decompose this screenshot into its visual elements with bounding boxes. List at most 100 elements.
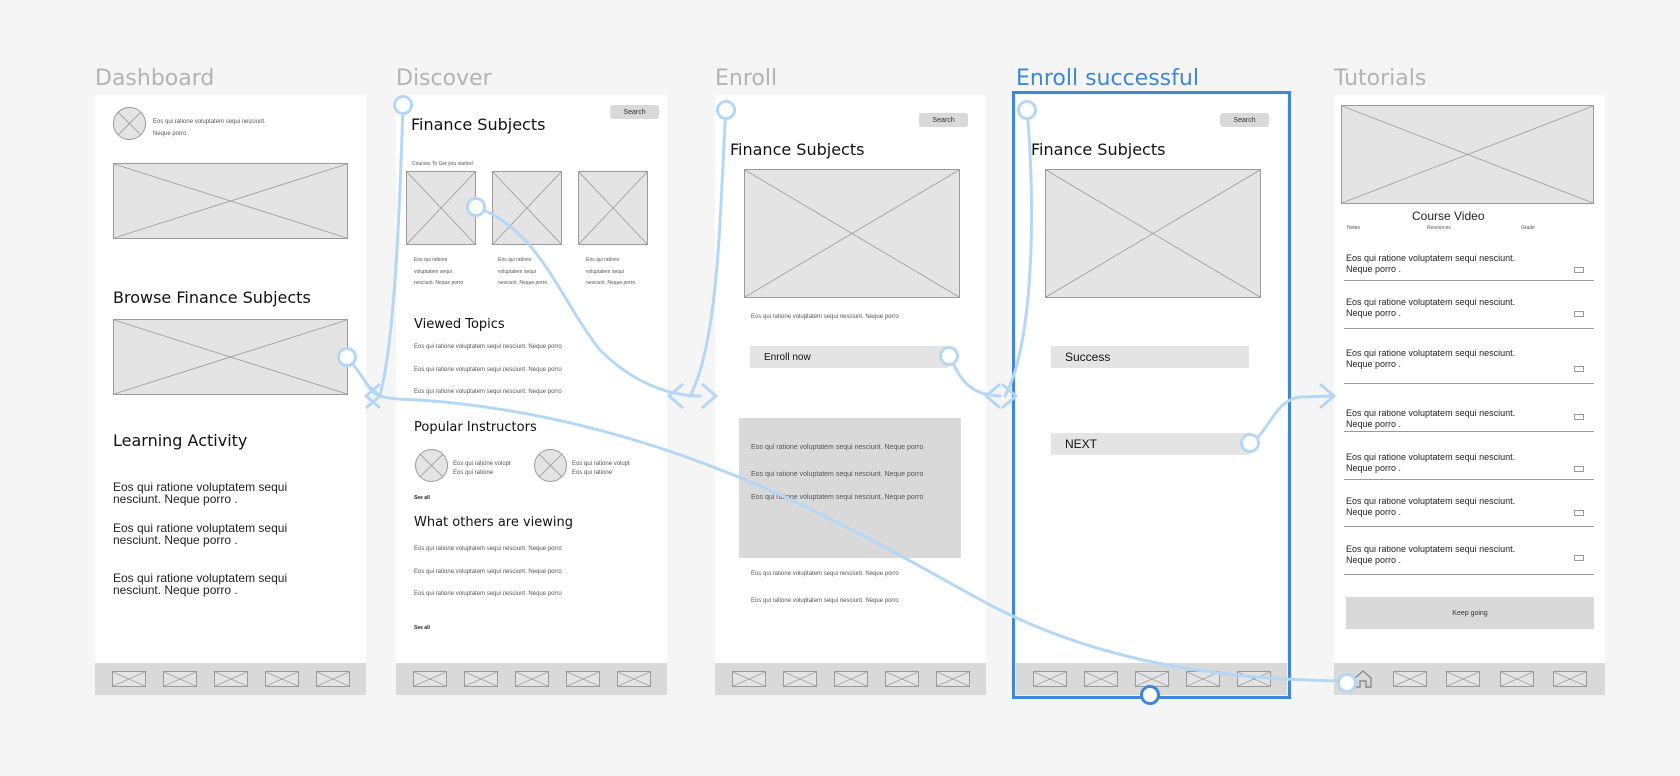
instructor-avatar[interactable] (415, 449, 448, 482)
next-button[interactable]: NEXT (1051, 433, 1249, 455)
connector-handle[interactable] (1240, 433, 1260, 453)
connector-handle[interactable] (393, 95, 413, 115)
nav-tab-icon[interactable] (264, 671, 299, 687)
others-item[interactable]: Eos qui ratione voluptatem sequi nesciun… (414, 546, 562, 552)
connector-handle[interactable] (1140, 685, 1160, 705)
nav-tab-icon[interactable] (1499, 671, 1534, 687)
lesson-row[interactable]: Eos qui ratione voluptatem sequi nesciun… (1344, 496, 1594, 527)
keep-going-button[interactable]: Keep going (1346, 597, 1594, 629)
nav-tab-icon[interactable] (412, 671, 447, 687)
nav-tab-icon[interactable] (1553, 671, 1588, 687)
image-placeholder-icon (1046, 170, 1260, 297)
image-placeholder-icon (465, 672, 497, 686)
image-placeholder-icon (407, 172, 475, 244)
nav-tab-icon[interactable] (935, 671, 970, 687)
connector-handle[interactable] (337, 347, 357, 367)
nav-tab-icon[interactable] (884, 671, 919, 687)
bottom-nav-bar (1334, 663, 1605, 695)
viewed-topic-item[interactable]: Eos qui ratione voluptatem sequi nesciun… (414, 389, 562, 395)
activity-item[interactable]: Eos qui ratione voluptatem sequi nesciun… (113, 571, 288, 597)
image-placeholder-icon (937, 672, 969, 686)
page-title: Finance Subjects (1031, 140, 1166, 159)
nav-tab-icon[interactable] (514, 671, 549, 687)
lesson-row[interactable]: Eos qui ratione voluptatem sequi nesciun… (1344, 297, 1594, 329)
frame-title-enroll[interactable]: Enroll (715, 66, 778, 91)
nav-tab-icon[interactable] (162, 671, 197, 687)
activity-item[interactable]: Eos qui ratione voluptatem sequi nesciun… (113, 480, 288, 506)
nav-tab-icon[interactable] (213, 671, 248, 687)
nav-tab-icon[interactable] (616, 671, 651, 687)
video-title: Course Video (1412, 209, 1485, 223)
see-all-link[interactable]: See all (414, 625, 430, 631)
image-placeholder-icon (784, 672, 816, 686)
frame-title-tutorials[interactable]: Tutorials (1334, 66, 1427, 91)
frame-discover[interactable]: Search Finance Subjects Courses To Get y… (396, 95, 667, 695)
connector-handle[interactable] (466, 197, 486, 217)
viewed-topic-item[interactable]: Eos qui ratione voluptatem sequi nesciun… (414, 344, 562, 350)
search-button[interactable]: Search (610, 105, 659, 119)
connector-handle[interactable] (939, 346, 959, 366)
course-caption: nesciunt. Neque porro (498, 280, 548, 286)
enroll-now-button[interactable]: Enroll now (750, 346, 948, 368)
arrow-head (984, 382, 1001, 410)
frame-enroll[interactable]: Search Finance Subjects Eos qui ratione … (715, 95, 986, 695)
course-video-player[interactable] (1341, 105, 1594, 204)
frame-tutorials[interactable]: Course Video Notes Resources Grade Eos q… (1334, 95, 1605, 695)
frame-title-enroll-successful[interactable]: Enroll successful (1016, 66, 1199, 91)
course-thumbnail[interactable] (406, 171, 476, 245)
lesson-icon (1574, 466, 1584, 472)
instructor-avatar[interactable] (534, 449, 567, 482)
connector-handle[interactable] (1337, 673, 1357, 693)
frame-title-dashboard[interactable]: Dashboard (95, 66, 215, 91)
image-placeholder-icon (113, 672, 145, 686)
frame-title-discover[interactable]: Discover (396, 66, 492, 91)
bottom-nav-bar (396, 663, 667, 695)
lesson-row[interactable]: Eos qui ratione voluptatem sequi nesciun… (1344, 253, 1594, 281)
lesson-row[interactable]: Eos qui ratione voluptatem sequi nesciun… (1344, 452, 1594, 480)
course-thumbnail[interactable] (578, 171, 648, 245)
nav-tab-icon[interactable] (111, 671, 146, 687)
search-button[interactable]: Search (1220, 113, 1269, 127)
lesson-title: Eos qui ratione voluptatem sequi nesciun… (1346, 253, 1516, 274)
connector-handle[interactable] (716, 100, 736, 120)
browse-image-placeholder[interactable] (113, 319, 348, 395)
lesson-row[interactable]: Eos qui ratione voluptatem sequi nesciun… (1344, 348, 1594, 384)
course-caption: nesciunt. Neque porro (586, 280, 636, 286)
bottom-nav-bar (95, 663, 366, 695)
image-placeholder-icon (416, 450, 447, 481)
frame-dashboard[interactable]: Eos qui ratione voluptatem sequi nesciun… (95, 95, 366, 695)
nav-tab-icon[interactable] (833, 671, 868, 687)
arrow-head (1001, 382, 1018, 410)
lesson-row[interactable]: Eos qui ratione voluptatem sequi nesciun… (1344, 544, 1594, 575)
lesson-row[interactable]: Eos qui ratione voluptatem sequi nesciun… (1344, 408, 1594, 432)
nav-tab-icon[interactable] (315, 671, 350, 687)
nav-tab-icon[interactable] (1393, 671, 1428, 687)
frame-enroll-successful[interactable]: Search Finance Subjects Success NEXT (1012, 91, 1291, 699)
nav-tab-icon[interactable] (1032, 671, 1067, 687)
activity-item[interactable]: Eos qui ratione voluptatem sequi nesciun… (113, 521, 288, 547)
others-item[interactable]: Eos qui ratione voluptatem sequi nesciun… (414, 591, 562, 597)
nav-tab-icon[interactable] (782, 671, 817, 687)
course-thumbnail[interactable] (492, 171, 562, 245)
instructor-name: Eos qui ratione volupt (453, 461, 511, 467)
tab-grade[interactable]: Grade (1521, 225, 1535, 231)
viewed-topic-item[interactable]: Eos qui ratione voluptatem sequi nesciun… (414, 367, 562, 373)
lesson-title: Eos qui ratione voluptatem sequi nesciun… (1346, 496, 1516, 517)
others-item[interactable]: Eos qui ratione voluptatem sequi nesciun… (414, 569, 562, 575)
tab-notes[interactable]: Notes (1347, 225, 1361, 231)
nav-tab-icon[interactable] (1083, 671, 1118, 687)
home-icon[interactable] (1352, 669, 1374, 689)
see-all-link[interactable]: See all (414, 495, 430, 501)
success-label: Success (1051, 346, 1249, 368)
image-placeholder-icon (1501, 672, 1533, 686)
nav-tab-icon[interactable] (1236, 671, 1271, 687)
nav-tab-icon[interactable] (463, 671, 498, 687)
nav-tab-icon[interactable] (731, 671, 766, 687)
nav-tab-icon[interactable] (1446, 671, 1481, 687)
nav-tab-icon[interactable] (1185, 671, 1220, 687)
tab-resources[interactable]: Resources (1427, 225, 1451, 231)
image-placeholder-icon (1342, 106, 1593, 203)
search-button[interactable]: Search (919, 113, 968, 127)
connector-handle[interactable] (1017, 100, 1037, 120)
nav-tab-icon[interactable] (565, 671, 600, 687)
